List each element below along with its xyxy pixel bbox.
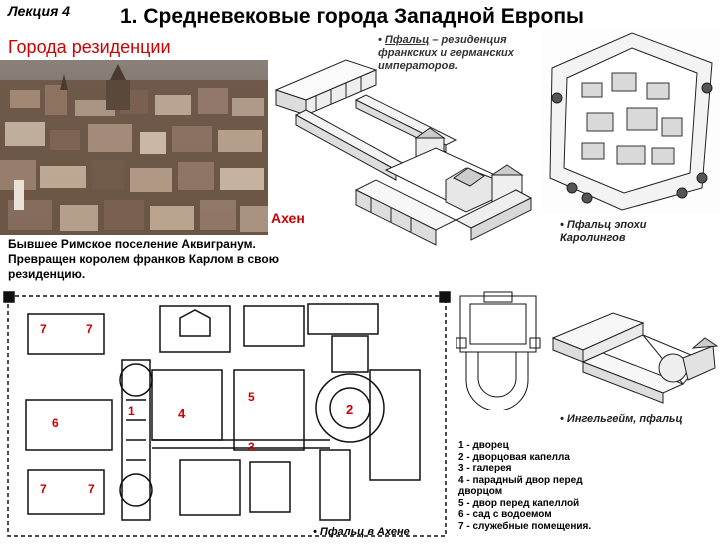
plan-number: 1: [128, 404, 135, 418]
plan-number: 7: [88, 482, 95, 496]
legend-item: дворцом: [458, 486, 503, 497]
legend-item: 2 - дворцовая капелла: [458, 451, 570, 463]
aachen-pfalz-caption: • Пфальц в Ахене: [313, 526, 410, 538]
section-subtitle: Города резиденции: [8, 37, 171, 57]
plan-number: 5: [248, 390, 255, 404]
legend-item: 4 - парадный двор перед: [458, 474, 583, 486]
ingelheim-ground-plan: [455, 290, 541, 412]
legend-item: 6 - сад с водоемом: [458, 509, 552, 520]
plan-number: 7: [40, 322, 47, 336]
plan-legend: 1 - дворец 2 - дворцовая капелла 3 - гал…: [458, 440, 598, 532]
plan-number: 4: [178, 406, 186, 421]
legend-item: 7 - служебные помещения.: [458, 520, 592, 532]
plan-number: 6: [52, 416, 59, 430]
ingelheim-caption: • Ингельгейм, пфальц: [560, 413, 683, 425]
aachen-palace-reconstruction: [256, 30, 546, 260]
pfalz-definition-text: – резиденция франкских и германских импе…: [378, 34, 514, 72]
legend-item: 5 - двор перед капеллой: [458, 497, 580, 509]
plan-number: 7: [40, 482, 47, 496]
legend-item: 3 - галерея: [458, 463, 512, 474]
ingelheim-reconstruction: [543, 298, 720, 408]
pfalz-definition: • Пфальц – резиденция франкских и герман…: [378, 34, 538, 73]
page-title: 1. Средневековые города Западной Европы: [120, 5, 584, 28]
carolingian-pfalz-sketch: [542, 28, 720, 214]
city-aerial-photo: [0, 60, 268, 235]
pfalz-term: Пфальц: [384, 34, 430, 46]
lecture-label: Лекция 4: [8, 3, 71, 19]
bullet: •: [378, 34, 382, 46]
roman-origin-text: Бывшее Римское поселение Аквигранум. Пре…: [8, 237, 279, 281]
plan-number: 7: [86, 322, 93, 336]
aachen-palace-plan: [0, 290, 456, 540]
plan-number: 3: [248, 440, 255, 454]
aachen-label: Ахен: [271, 210, 305, 226]
plan-number: 2: [346, 402, 354, 417]
carolingian-caption: • Пфальц эпохи Каролингов: [560, 219, 647, 244]
legend-item: 1 - дворец: [458, 440, 509, 451]
